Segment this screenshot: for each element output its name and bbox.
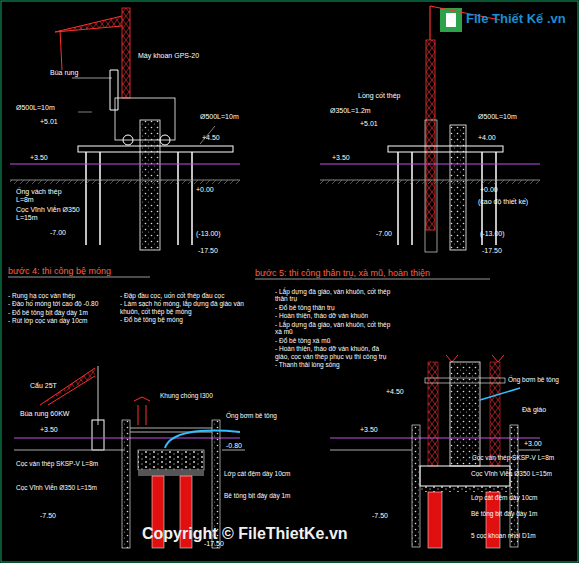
annotation-label: Ø350L=1.2m bbox=[330, 107, 371, 115]
annotation-label: +0.00 bbox=[196, 186, 214, 194]
annotation-label: - Lắp dựng đà giáo, ván khuôn, cốt thép … bbox=[275, 288, 393, 303]
annotation-label: Lớp cát đệm dày 10cm bbox=[471, 494, 575, 501]
annotation-label: Ống vách thép L=8m bbox=[16, 188, 76, 204]
annotation-label: Máy khoan GPS-20 bbox=[138, 52, 199, 60]
annotation-label: -0.80 bbox=[226, 442, 242, 450]
annotation-label: (-13.00) bbox=[480, 230, 505, 238]
annotation-label: Ống bơm bê tông bbox=[226, 412, 277, 419]
annotation-label: - Đổ bê tông xà mũ bbox=[275, 337, 393, 344]
annotation-label: (-13.00) bbox=[196, 230, 221, 238]
annotation-label: Cọc Vĩnh Viễn Ø350 L=15m bbox=[471, 470, 575, 477]
annotation-label: -7.00 bbox=[50, 229, 66, 237]
annotation-label: -7.50 bbox=[372, 512, 388, 520]
annotation-label: - Rút lớp cọc ván dày 10cm bbox=[8, 317, 113, 324]
annotation-label: Bê tông bịt đáy dày 1m bbox=[224, 492, 291, 499]
annotation-label: -17.50 bbox=[198, 247, 218, 255]
annotation-label: -7.00 bbox=[376, 230, 392, 238]
annotation-label: bước 5: thi công thân trụ, xà mũ, hoàn t… bbox=[255, 268, 430, 278]
annotation-label: Cẩu 25T bbox=[30, 382, 57, 390]
annotation-label: bước 4: thi công bệ móng bbox=[8, 266, 111, 276]
watermark: Copyright © FileThietKe.vn bbox=[142, 525, 348, 543]
annotation-label: - Đào hố móng tới cao độ -0.80 bbox=[8, 300, 113, 307]
annotation-label: -17.50 bbox=[482, 247, 502, 255]
annotation-label: Bê tông bịt đáy dày 1m bbox=[471, 510, 575, 517]
annotation-label: - Hoàn thiện, tháo dỡ ván khuôn bbox=[275, 312, 393, 319]
annotation-label: (cao độ thiết kế) bbox=[478, 198, 528, 206]
annotation-label: - Đập đầu cọc, uốn cốt thép đầu cọc bbox=[120, 292, 248, 299]
annotation-label: Cọc ván thép SKSP-V L=8m bbox=[16, 460, 111, 467]
annotation-label: - Lắp dựng đà giáo, ván khuôn, cốt thép … bbox=[275, 321, 393, 336]
annotation-label: +3.50 bbox=[40, 426, 58, 434]
annotation-label: - Đổ bê tông bệ móng bbox=[120, 316, 248, 323]
annotation-label: - Đổ bê tông bịt đáy dày 1m bbox=[8, 309, 113, 316]
annotation-label: +5.01 bbox=[40, 118, 58, 126]
annotation-label: -7.50 bbox=[40, 512, 56, 520]
annotation-label: Lồng cốt thép bbox=[358, 92, 400, 100]
annotation-label: Cọc ván thép SKSP-V L=8m bbox=[472, 454, 572, 461]
annotation-label: +4.00 bbox=[478, 134, 496, 142]
annotation-label: Lớp cát đệm dày 10cm bbox=[224, 470, 290, 477]
annotation-label: Ø500L=10m bbox=[16, 104, 55, 112]
annotation-label: Đà giáo bbox=[522, 406, 546, 414]
annotation-label: Ø500L=10m bbox=[200, 113, 239, 121]
annotation-label: 5 cọc khoan nhồi D1m bbox=[471, 532, 575, 539]
logo-text: File Thiết Kế .vn bbox=[466, 12, 566, 27]
annotation-label: - Thanh thải lòng sông bbox=[275, 361, 393, 368]
annotation-label: Cọc Vĩnh Viễn Ø350 L=15m bbox=[16, 484, 111, 491]
annotation-label: +5.01 bbox=[360, 120, 378, 128]
annotation-label: +4.50 bbox=[386, 388, 404, 396]
annotation-label: +4.50 bbox=[202, 134, 220, 142]
annotation-label: +3.50 bbox=[30, 154, 48, 162]
annotation-label: - Làm sạch hố móng, lắp dựng đà giáo ván… bbox=[120, 300, 248, 315]
annotation-label: Ống bơm bê tông bbox=[508, 376, 568, 383]
annotation-label: Búa rung bbox=[50, 69, 78, 77]
annotation-label: - Rung hạ cọc ván thép bbox=[8, 292, 113, 299]
annotation-label: Búa rung 60KW bbox=[20, 410, 69, 418]
annotation-label: Ø500L=10m bbox=[478, 113, 517, 121]
annotation-label: - Hoàn thiện, tháo dỡ ván khuôn, đà giáo… bbox=[275, 345, 393, 360]
annotation-label: +0.00 bbox=[480, 186, 498, 194]
annotation-label: +3.50 bbox=[360, 426, 378, 434]
annotation-label: Cọc Vĩnh Viễn Ø350 L=15m bbox=[16, 206, 86, 222]
annotation-label: +3.00 bbox=[524, 440, 542, 448]
annotation-label: Khung chống I300 bbox=[160, 392, 213, 399]
annotation-label: +3.50 bbox=[332, 154, 350, 162]
annotation-label: - Đổ bê tông thân trụ bbox=[275, 304, 393, 311]
